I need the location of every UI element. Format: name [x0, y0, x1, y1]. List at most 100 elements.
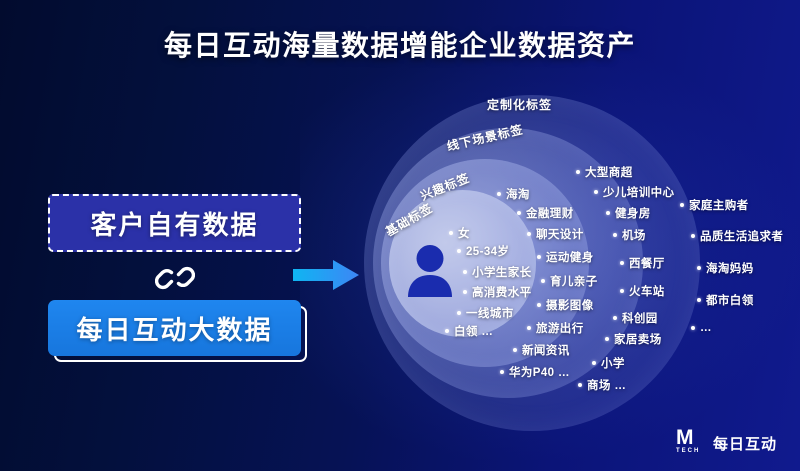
- bullet-dot: [445, 329, 449, 333]
- tag-label: 健身房: [615, 208, 651, 220]
- tag-item[interactable]: 家庭主购者: [680, 197, 749, 213]
- bullet-dot: [541, 279, 545, 283]
- tag-label: 科创园: [622, 313, 658, 325]
- tag-label: 商场 …: [587, 380, 627, 392]
- tag-label: 金融理财: [526, 208, 574, 220]
- tag-label: 火车站: [629, 286, 665, 298]
- getui-big-data-box[interactable]: 每日互动大数据: [48, 300, 301, 356]
- tag-item[interactable]: 西餐厅: [620, 255, 665, 271]
- tag-label: 西餐厅: [629, 258, 665, 270]
- tag-item[interactable]: …: [691, 322, 712, 334]
- tag-label: 聊天设计: [536, 229, 584, 241]
- tag-item[interactable]: 商场 …: [578, 377, 626, 393]
- bullet-dot: [606, 211, 610, 215]
- tag-label: 品质生活追求者: [700, 231, 784, 243]
- tag-item[interactable]: 小学: [592, 355, 625, 371]
- tag-item[interactable]: 海淘妈妈: [697, 260, 754, 276]
- tag-item[interactable]: 家居卖场: [605, 331, 662, 347]
- tag-item[interactable]: 高消费水平: [463, 284, 532, 300]
- tag-label: 家居卖场: [614, 334, 662, 346]
- tag-item[interactable]: 白领 …: [445, 323, 493, 339]
- tag-label: 女: [458, 228, 470, 240]
- tag-item[interactable]: 金融理财: [517, 205, 574, 221]
- bullet-dot: [605, 337, 609, 341]
- bullet-dot: [594, 190, 598, 194]
- tag-label: 白领 …: [454, 326, 494, 338]
- tag-label: 少儿培训中心: [603, 187, 675, 199]
- bullet-dot: [680, 203, 684, 207]
- tag-label: 机场: [622, 230, 646, 242]
- tag-item[interactable]: 海淘: [497, 186, 530, 202]
- tag-label: …: [700, 322, 712, 334]
- logo-mark-letter: M: [676, 426, 694, 449]
- tag-item[interactable]: 健身房: [606, 205, 651, 221]
- bullet-dot: [691, 234, 695, 238]
- tag-item[interactable]: 聊天设计: [527, 226, 584, 242]
- getui-big-data-label: 每日互动大数据: [76, 314, 273, 345]
- bullet-dot: [592, 361, 596, 365]
- tag-item[interactable]: 25-34岁: [457, 243, 509, 259]
- link-icon: [154, 258, 196, 298]
- bullet-dot: [463, 290, 467, 294]
- tag-item[interactable]: 少儿培训中心: [594, 184, 674, 200]
- customer-own-data-label: 客户自有数据: [90, 209, 259, 240]
- bullet-dot: [513, 348, 517, 352]
- bullet-dot: [613, 233, 617, 237]
- tag-label: 小学生家长: [472, 267, 532, 279]
- bullet-dot: [497, 192, 501, 196]
- bullet-dot: [576, 170, 580, 174]
- tag-item[interactable]: 机场: [613, 227, 646, 243]
- tag-label: 家庭主购者: [689, 200, 749, 212]
- bullet-dot: [457, 249, 461, 253]
- tag-item[interactable]: 新闻资讯: [513, 342, 570, 358]
- bullet-dot: [613, 316, 617, 320]
- bullet-dot: [691, 326, 695, 330]
- tag-item[interactable]: 运动健身: [537, 249, 594, 265]
- tag-item[interactable]: 大型商超: [576, 164, 633, 180]
- tag-item[interactable]: 科创园: [613, 310, 658, 326]
- tag-item[interactable]: 一线城市: [457, 305, 514, 321]
- tag-label: 海淘: [506, 189, 530, 201]
- tag-label: 一线城市: [466, 308, 514, 320]
- tag-label: 大型商超: [585, 167, 633, 179]
- tag-item[interactable]: 华为P40 …: [500, 364, 570, 380]
- bullet-dot: [457, 311, 461, 315]
- bullet-dot: [578, 383, 582, 387]
- ring-basic-tags: [389, 190, 536, 337]
- page-title: 每日互动海量数据增能企业数据资产: [163, 30, 636, 61]
- tag-label: 摄影图像: [546, 300, 594, 312]
- tag-item[interactable]: 火车站: [620, 283, 665, 299]
- tag-label: 25-34岁: [466, 246, 510, 258]
- tag-label: 都市白领: [706, 295, 754, 307]
- bullet-dot: [537, 303, 541, 307]
- arrow-right-icon: [293, 258, 361, 292]
- bullet-dot: [463, 270, 467, 274]
- ring-label-custom-tags: 定制化标签: [487, 98, 553, 112]
- logo-mark-icon: M TECH: [676, 426, 706, 458]
- bullet-dot: [449, 231, 453, 235]
- tag-item[interactable]: 小学生家长: [463, 264, 532, 280]
- tag-label: 华为P40 …: [509, 367, 570, 379]
- bullet-dot: [517, 211, 521, 215]
- tag-item[interactable]: 育儿亲子: [541, 273, 598, 289]
- tag-label: 新闻资讯: [522, 345, 570, 357]
- brand-logo: M TECH 每日互动: [676, 426, 777, 458]
- bullet-dot: [527, 232, 531, 236]
- tag-label: 小学: [601, 358, 625, 370]
- tag-item[interactable]: 女: [449, 225, 470, 241]
- bullet-dot: [537, 255, 541, 259]
- tag-item[interactable]: 旅游出行: [527, 320, 584, 336]
- tag-label: 高消费水平: [472, 287, 532, 299]
- bullet-dot: [620, 261, 624, 265]
- tag-label: 育儿亲子: [550, 276, 598, 288]
- bullet-dot: [500, 370, 504, 374]
- customer-own-data-box[interactable]: 客户自有数据: [48, 194, 301, 252]
- tag-item[interactable]: 都市白领: [697, 292, 754, 308]
- bullet-dot: [527, 326, 531, 330]
- tag-label: 海淘妈妈: [706, 263, 754, 275]
- tag-label: 旅游出行: [536, 323, 584, 335]
- tag-label: 运动健身: [546, 252, 594, 264]
- tag-item[interactable]: 品质生活追求者: [691, 228, 783, 244]
- tag-item[interactable]: 摄影图像: [537, 297, 594, 313]
